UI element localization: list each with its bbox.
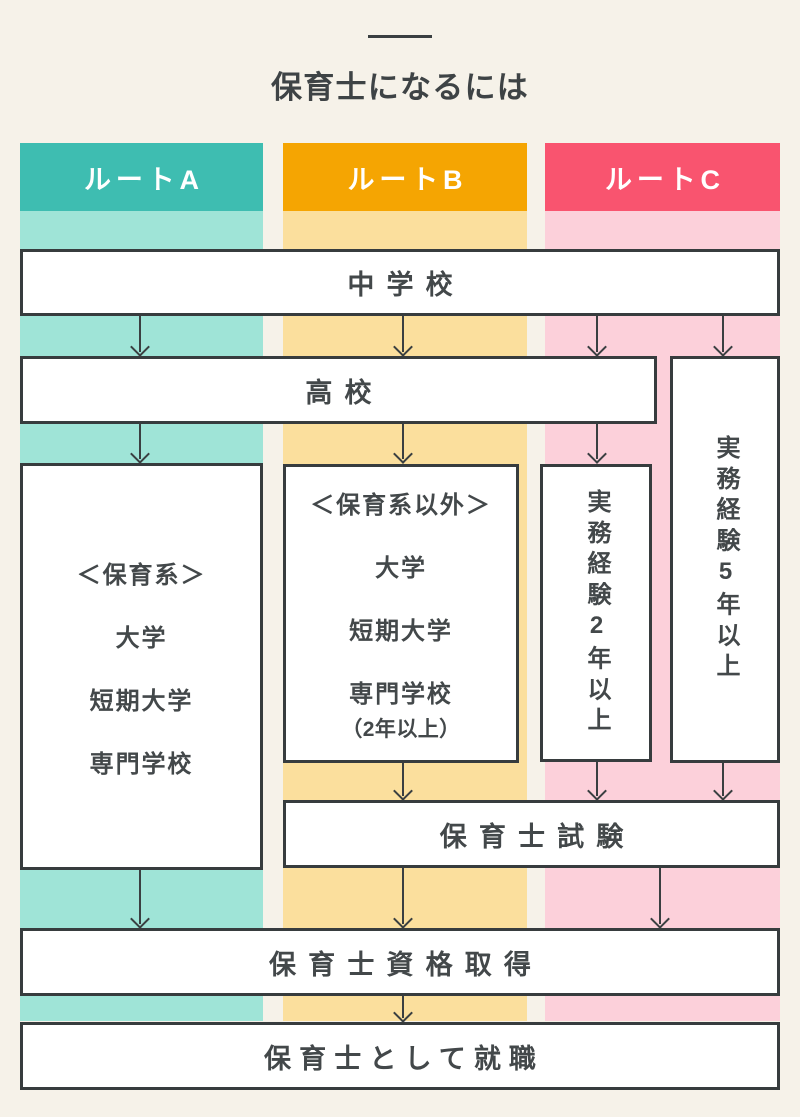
route-a-header: ルートA bbox=[20, 143, 263, 211]
route-a-line-junior-college: 短期大学 bbox=[89, 687, 194, 715]
route-b-line-vocational-school: 専門学校 bbox=[349, 680, 453, 708]
arrow-junior-high-to-route-c1 bbox=[589, 316, 605, 356]
route-b-header: ルートB bbox=[283, 143, 527, 211]
arrow-high-school-to-route-a-school bbox=[132, 424, 148, 463]
high-school-label: 高校 bbox=[305, 377, 384, 408]
node-route-a-school: ＜保育系＞ 大学 短期大学 専門学校 bbox=[20, 463, 263, 870]
arrow-route-a-to-qualification bbox=[132, 870, 148, 928]
route-a-line-vocational-school: 専門学校 bbox=[89, 750, 194, 778]
route-a-label: ルートA bbox=[83, 164, 204, 195]
node-junior-high-school: 中学校 bbox=[20, 249, 780, 316]
exam-label: 保育士試験 bbox=[439, 821, 636, 852]
node-qualification: 保育士資格取得 bbox=[20, 928, 780, 996]
route-b-label: ルートB bbox=[347, 164, 468, 195]
qualification-label: 保育士資格取得 bbox=[269, 949, 544, 980]
arrow-junior-high-to-route-a bbox=[132, 316, 148, 356]
route-c-label: ルートC bbox=[604, 164, 725, 195]
route-b-line-category: ＜保育系以外＞ bbox=[310, 491, 492, 519]
node-route-b-school: ＜保育系以外＞ 大学 短期大学 専門学校 （2年以上） bbox=[283, 464, 519, 763]
arrow-experience-2yr-to-exam bbox=[589, 762, 605, 800]
employment-label: 保育士として就職 bbox=[264, 1043, 545, 1074]
junior-high-school-label: 中学校 bbox=[347, 270, 465, 300]
node-experience-5yr: 実務経験5年以上 bbox=[670, 356, 780, 763]
page-title: 保育士になるには bbox=[271, 69, 529, 105]
route-b-line-duration: （2年以上） bbox=[341, 717, 461, 741]
arrow-route-b-to-exam bbox=[395, 763, 411, 800]
arrow-junior-high-to-route-b bbox=[395, 316, 411, 356]
arrow-junior-high-to-route-c2 bbox=[715, 316, 731, 356]
route-b-line-university: 大学 bbox=[375, 554, 427, 582]
arrow-experience-5yr-to-exam bbox=[715, 763, 731, 800]
route-a-line-category: ＜保育系＞ bbox=[76, 561, 207, 589]
node-high-school: 高校 bbox=[20, 356, 657, 424]
node-exam: 保育士試験 bbox=[283, 800, 780, 868]
experience-2yr-label: 実務経験2年以上 bbox=[583, 488, 610, 738]
route-a-line-university: 大学 bbox=[115, 624, 168, 652]
route-b-line-junior-college: 短期大学 bbox=[349, 617, 453, 645]
node-employment: 保育士として就職 bbox=[20, 1022, 780, 1090]
arrow-exam-to-qualification-b bbox=[395, 868, 411, 928]
experience-5yr-label: 実務経験5年以上 bbox=[712, 435, 739, 684]
arrow-high-school-to-route-b-school bbox=[395, 424, 411, 463]
arrow-exam-to-qualification-c bbox=[652, 868, 668, 928]
arrow-qualification-to-employment bbox=[395, 996, 411, 1022]
arrow-high-school-to-experience-2yr bbox=[589, 424, 605, 463]
route-c-header: ルートC bbox=[545, 143, 780, 211]
node-experience-2yr: 実務経験2年以上 bbox=[540, 464, 652, 762]
title-divider-line bbox=[368, 35, 432, 38]
